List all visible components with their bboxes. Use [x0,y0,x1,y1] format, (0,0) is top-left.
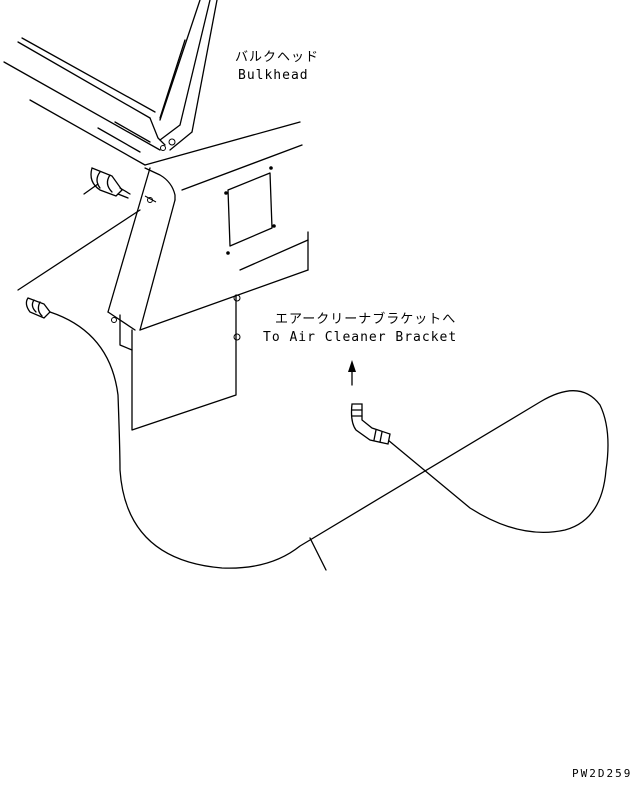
elbow-fitting [350,403,391,445]
hose [49,311,609,571]
bulkhead-body [17,121,309,431]
bulkhead-label-en: Bulkhead [238,68,309,83]
bracket-label-jp: エアークリーナブラケットへ [275,312,457,327]
cab-frame [3,0,218,166]
hose-fitting-left [25,297,51,319]
bracket-label-en: To Air Cleaner Bracket [263,330,458,345]
direction-arrow [348,360,356,386]
pressure-switch [83,167,157,203]
drawing-number: PW2D259 [572,767,633,780]
bulkhead-label-jp: バルクヘッド [235,50,320,65]
